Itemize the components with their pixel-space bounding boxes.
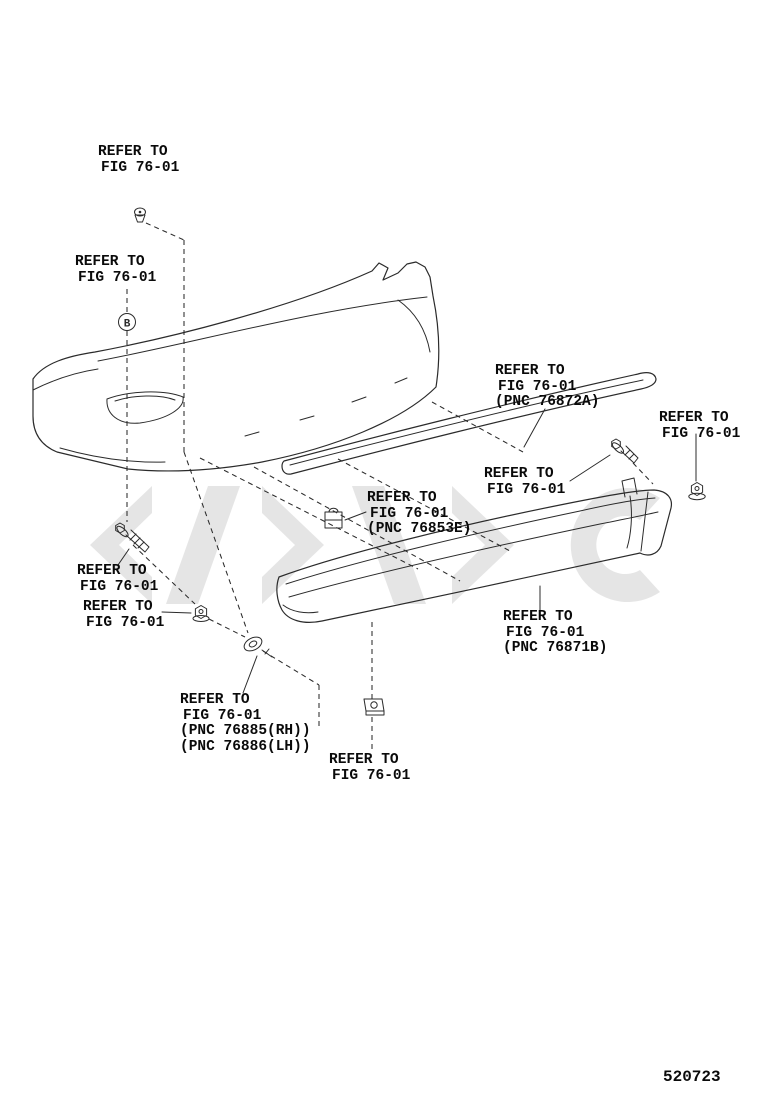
ref-label-line: (PNC 76886(LH)) [180,738,311,755]
ref-label-line: FIG 76-01 [662,425,741,442]
ref-label-left-bolt: REFER TO FIG 76-01 [77,563,159,595]
ref-label-spoiler-76871b: REFER TO FIG 76-01 (PNC 76871B) [503,609,608,657]
ref-label-line: REFER TO [83,599,153,615]
clip-fastener-76853e [324,507,343,529]
ref-label-line: (PNC 76872A) [495,394,600,410]
ref-label-line: (PNC 76871B) [503,640,608,656]
ref-label-line: REFER TO [98,144,168,160]
ref-label-line: FIG 76-01 [487,481,566,498]
bolt-fastener-right [611,438,639,464]
nut-fastener-left [192,605,210,622]
grommet-fastener [243,636,273,658]
bolt-fastener-left [115,522,150,553]
marker-b: B [118,313,136,331]
bumper-protector-strip [281,372,657,475]
ref-label-line: (PNC 76853E) [367,521,472,537]
ref-label-bottom-nut: REFER TO FIG 76-01 [329,752,411,784]
clip-fastener-top [134,207,146,223]
rear-bumper-cover [32,261,440,472]
ref-label-left-nut: REFER TO FIG 76-01 [83,599,165,631]
ref-label-b-clip: REFER TO FIG 76-01 [75,254,157,286]
nut-fastener-right [688,482,706,501]
solid-leader-lines [117,408,697,694]
ref-label-clip-76853e: REFER TO FIG 76-01 (PNC 76853E) [367,490,472,538]
ref-label-line: FIG 76-01 [498,378,577,395]
ref-label-line: FIG 76-01 [80,578,159,595]
ref-label-line: FIG 76-01 [101,159,180,176]
ref-label-line: REFER TO [495,363,565,379]
ref-label-line: REFER TO [329,752,399,768]
ref-label-line: FIG 76-01 [78,269,157,286]
marker-b-letter: B [124,319,131,331]
ref-label-line: FIG 76-01 [183,707,262,724]
ref-label-line: REFER TO [75,254,145,270]
ref-label-right-nut: REFER TO FIG 76-01 [659,410,741,442]
ref-label-line: FIG 76-01 [86,614,165,631]
figure-number: 520723 [663,1068,721,1086]
ref-label-line: FIG 76-01 [332,767,411,784]
rear-bumper-spoiler [276,477,673,623]
ref-label-line: REFER TO [180,692,250,708]
ref-label-line: REFER TO [503,609,573,625]
ref-label-line: REFER TO [367,490,437,506]
ref-label-top-clip: REFER TO FIG 76-01 [98,144,180,176]
ref-label-line: FIG 76-01 [370,505,449,522]
dashed-leader-lines [126,222,654,750]
ref-label-line: (PNC 76885(RH)) [180,723,311,739]
ref-label-strip-76872a: REFER TO FIG 76-01 (PNC 76872A) [495,363,600,411]
ref-label-pad-76885: REFER TO FIG 76-01 (PNC 76885(RH)) (PNC … [180,692,311,755]
ref-label-line: REFER TO [484,466,554,482]
ref-label-line: REFER TO [659,410,729,426]
nut-fastener-bottom [363,698,385,716]
ref-label-line: FIG 76-01 [506,624,585,641]
ref-label-right-bolt: REFER TO FIG 76-01 [484,466,566,498]
ref-label-line: REFER TO [77,563,147,579]
